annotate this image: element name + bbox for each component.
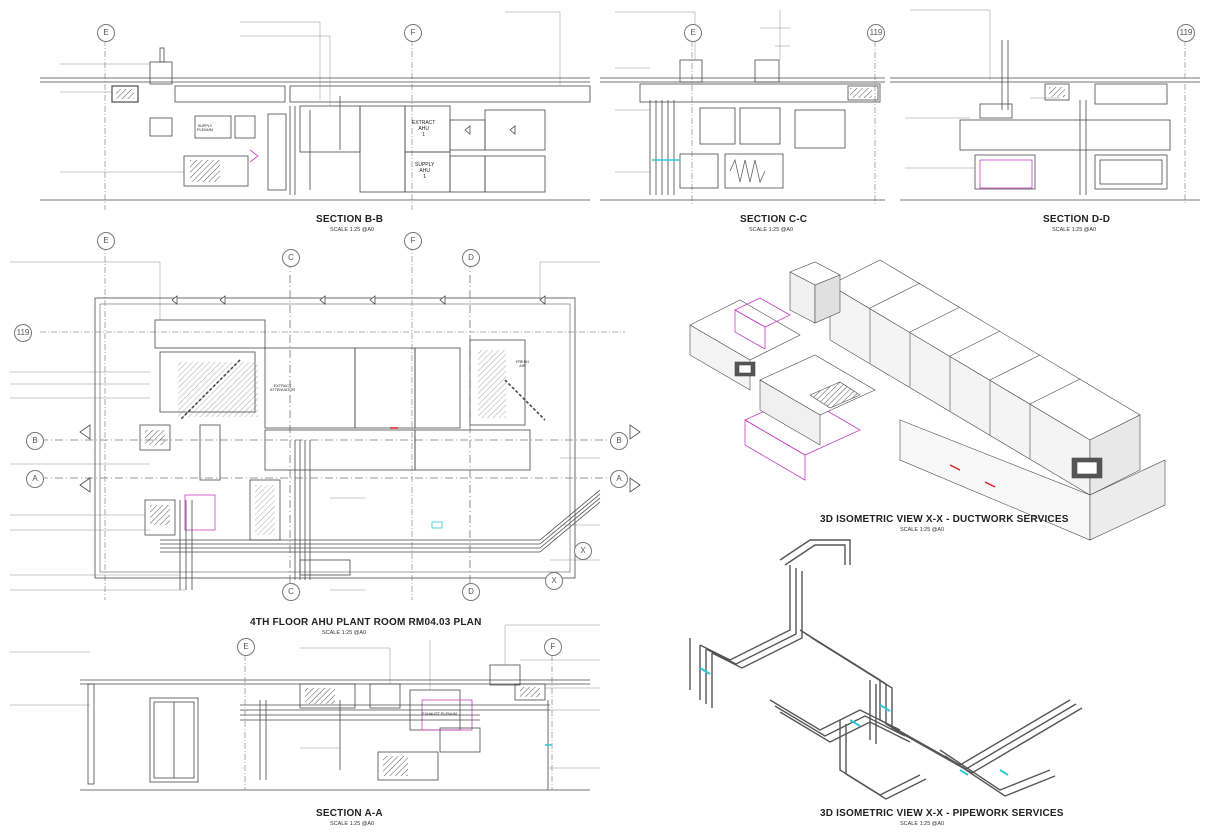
section-b-b-scale: SCALE 1:25 @A0	[330, 227, 375, 233]
plan-title: 4TH FLOOR AHU PLANT ROOM RM04.03 PLAN	[250, 617, 482, 628]
section-c-c-title: SECTION C-C	[740, 214, 808, 225]
section-b-b-title: SECTION B-B	[316, 214, 384, 225]
grid-bubble-e-a-a: E	[237, 638, 255, 656]
grid-bubble-b-left: B	[26, 432, 44, 450]
iso-duct-drawing	[689, 259, 1166, 541]
grid-bubble-119-c-c: 119	[867, 24, 885, 42]
section-c-c-drawing	[600, 30, 885, 205]
iso-pipe-title: 3D ISOMETRIC VIEW X-X - PIPEWORK SERVICE…	[820, 808, 1064, 819]
grid-bubble-119-plan: 119	[14, 324, 32, 342]
grid-bubble-a-right: A	[610, 470, 628, 488]
exhaust-plenum-tag: EXHAUST PLENUM	[422, 712, 457, 716]
section-b-b-leaders	[60, 11, 561, 173]
grid-bubble-119-d-d: 119	[1177, 24, 1195, 42]
section-d-d-title: SECTION D-D	[1043, 214, 1111, 225]
iso-pipe-scale: SCALE 1:25 @A0	[900, 821, 945, 827]
section-c-c-leaders	[615, 10, 790, 173]
iso-duct-scale: SCALE 1:25 @A0	[900, 527, 945, 533]
section-a-a-leaders	[10, 624, 600, 769]
grid-bubble-d-bottom: D	[462, 583, 480, 601]
grid-bubble-a-left: A	[26, 470, 44, 488]
grid-bubble-c-top: C	[282, 249, 300, 267]
grid-bubble-e-c-c: E	[684, 24, 702, 42]
section-c-c-scale: SCALE 1:25 @A0	[749, 227, 794, 233]
grid-bubble-f-a-a: F	[544, 638, 562, 656]
section-a-a-title: SECTION A-A	[316, 808, 383, 819]
grid-bubble-f-plan: F	[404, 232, 422, 250]
grid-bubble-f-b-b: F	[404, 24, 422, 42]
plan-scale: SCALE 1:25 @A0	[322, 630, 367, 636]
grid-bubble-x-upper: X	[574, 542, 592, 560]
section-d-d-leaders	[905, 9, 1060, 169]
grid-bubble-b-right: B	[610, 432, 628, 450]
grid-bubble-c-bottom: C	[282, 583, 300, 601]
section-d-d-drawing	[890, 40, 1200, 205]
section-d-d-scale: SCALE 1:25 @A0	[1052, 227, 1097, 233]
section-a-a-drawing	[80, 655, 590, 791]
extract-attenuator-tag: EXTRACT ATTENUATOR	[270, 384, 296, 393]
iso-pipe-drawing	[689, 539, 1083, 800]
fresh-air-tag: FRESH AIR	[516, 360, 529, 369]
grid-bubble-d-top: D	[462, 249, 480, 267]
plan-leaders	[10, 261, 600, 591]
section-a-a-scale: SCALE 1:25 @A0	[330, 821, 375, 827]
supply-ahu-tag: SUPPLY AHU 1	[415, 162, 435, 180]
extract-ahu-tag: EXTRACT AHU 1	[412, 120, 436, 138]
grid-bubble-e-plan: E	[97, 232, 115, 250]
grid-bubble-x-lower: X	[545, 572, 563, 590]
grid-bubble-e-b-b: E	[97, 24, 115, 42]
section-b-b-drawing	[40, 40, 591, 210]
iso-duct-title: 3D ISOMETRIC VIEW X-X - DUCTWORK SERVICE…	[820, 514, 1069, 525]
supply-plenum-tag: SUPPLY PLENUM	[197, 124, 213, 133]
plan-drawing	[40, 245, 641, 600]
